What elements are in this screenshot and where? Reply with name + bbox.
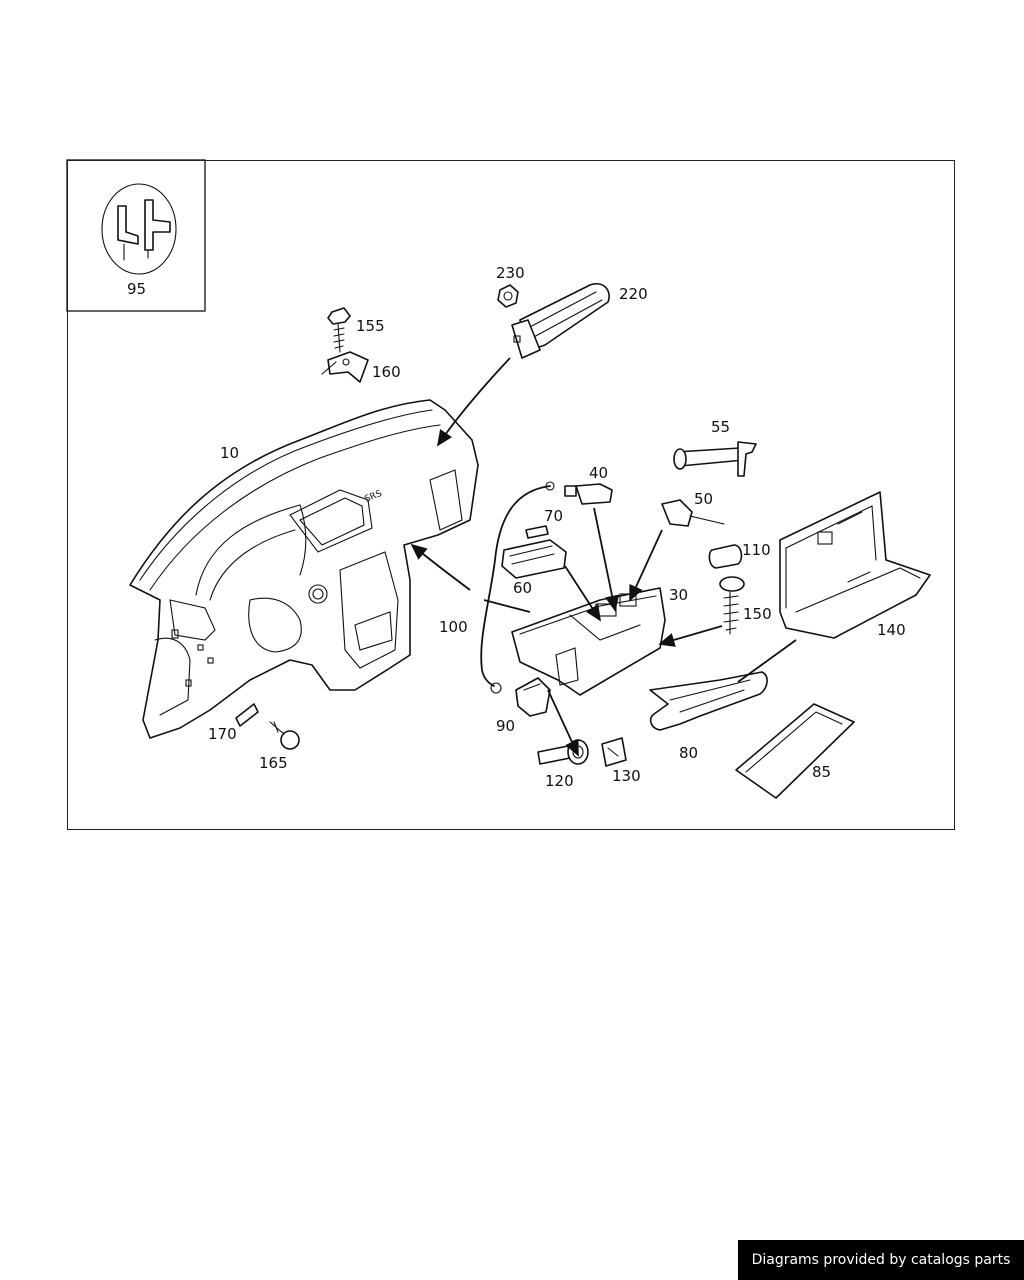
callout-155: 155 <box>356 317 385 335</box>
callout-85: 85 <box>812 763 831 781</box>
clip-170 <box>235 703 259 727</box>
cable-100 <box>480 481 555 694</box>
latch-90 <box>515 677 551 717</box>
dashboard-part-10: SRS <box>129 399 479 739</box>
callout-150: 150 <box>743 605 772 623</box>
nut-230 <box>497 284 519 308</box>
callout-80: 80 <box>679 744 698 762</box>
footer-credit: Diagrams provided by catalogs parts <box>738 1240 1024 1280</box>
cap-110 <box>708 544 743 569</box>
callout-120: 120 <box>545 772 574 790</box>
plate-130 <box>601 737 627 767</box>
callout-70: 70 <box>544 507 563 525</box>
key-55 <box>673 441 757 477</box>
callout-130: 130 <box>612 767 641 785</box>
lock-50 <box>661 499 725 527</box>
lock-knob-120 <box>537 739 589 765</box>
callout-labels: 95 10 155 160 230 220 55 40 50 70 110 60… <box>127 264 906 790</box>
clip-160 <box>321 351 369 383</box>
callout-10: 10 <box>220 444 239 462</box>
push-rivet-165 <box>269 721 300 750</box>
callout-230: 230 <box>496 264 525 282</box>
callout-60: 60 <box>513 579 532 597</box>
callout-100: 100 <box>439 618 468 636</box>
callout-220: 220 <box>619 285 648 303</box>
diagram-frame <box>67 160 955 830</box>
callout-90: 90 <box>496 717 515 735</box>
lid-frame-80 <box>649 671 768 731</box>
callout-165: 165 <box>259 754 288 772</box>
lid-85 <box>735 703 855 799</box>
inset-box-95 <box>66 159 206 312</box>
glove-box-tray-140 <box>779 491 931 639</box>
callout-140: 140 <box>877 621 906 639</box>
screw-150 <box>719 576 745 635</box>
callout-40: 40 <box>589 464 608 482</box>
bolt-155 <box>327 307 351 353</box>
callout-160: 160 <box>372 363 401 381</box>
callout-110: 110 <box>742 541 771 559</box>
callout-55: 55 <box>711 418 730 436</box>
callout-30: 30 <box>669 586 688 604</box>
callout-50: 50 <box>694 490 713 508</box>
callout-170: 170 <box>208 725 237 743</box>
leader-lines <box>410 357 797 757</box>
bulb-70 <box>525 525 549 539</box>
callout-95: 95 <box>127 280 146 298</box>
lamp-housing-60 <box>501 539 567 579</box>
connector-40 <box>564 483 613 505</box>
airbag-module-220 <box>511 283 610 359</box>
